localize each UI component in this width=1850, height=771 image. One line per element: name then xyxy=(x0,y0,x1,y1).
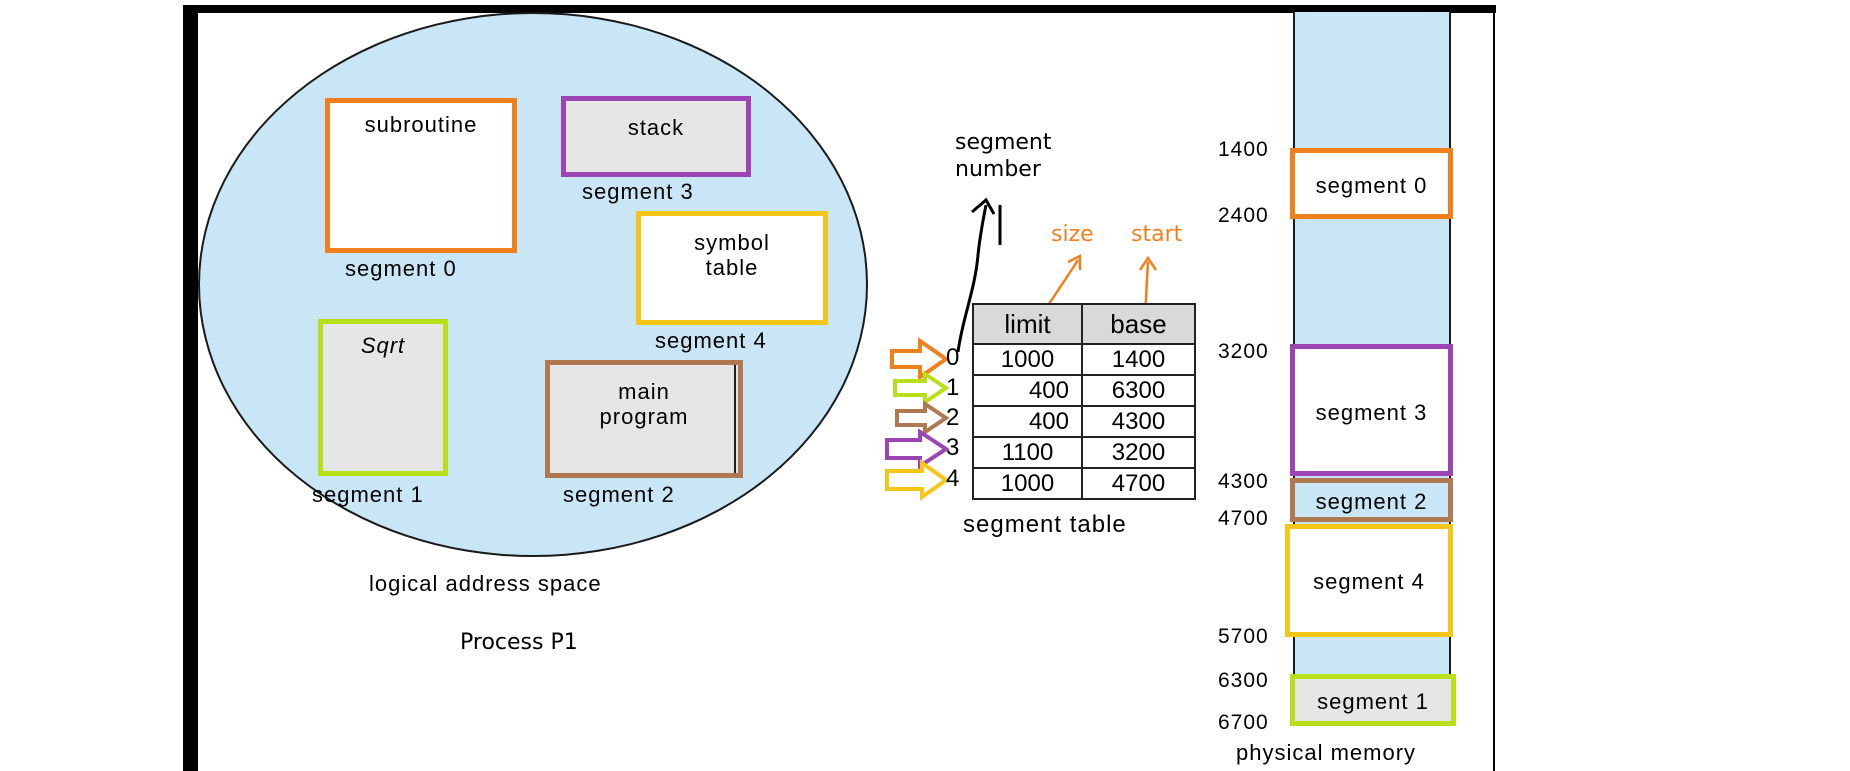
base-cell: 4300 xyxy=(1081,405,1196,438)
limit-cell: 1100 xyxy=(972,436,1083,469)
address-label: 3200 xyxy=(1218,340,1269,363)
segment-number-arrow xyxy=(956,204,988,353)
address-label: 4700 xyxy=(1218,507,1269,530)
start-annotation: start xyxy=(1131,222,1183,247)
limit-cell: 1000 xyxy=(972,343,1083,376)
physical-segment-4: segment 4 xyxy=(1285,524,1453,637)
address-label: 5700 xyxy=(1218,625,1269,648)
row3-arrow-icon xyxy=(885,428,950,470)
base-cell: 3200 xyxy=(1081,436,1196,469)
address-label: 2400 xyxy=(1218,204,1269,227)
frame-left-border xyxy=(183,5,198,771)
row-index-0: 0 xyxy=(946,344,960,371)
address-label: 1400 xyxy=(1218,138,1269,161)
row-index-1: 1 xyxy=(946,374,960,401)
limit-header: limit xyxy=(972,303,1083,345)
physical-segment-2: segment 2 xyxy=(1290,478,1453,522)
table-row: 1000 1400 xyxy=(972,343,1196,376)
physical-segment-1-label: segment 1 xyxy=(1317,689,1429,714)
segment-table-header: limit base xyxy=(972,303,1196,345)
address-label: 6700 xyxy=(1218,711,1269,734)
physical-segment-3: segment 3 xyxy=(1290,344,1453,476)
logical-segment-1-label: segment 1 xyxy=(312,482,424,507)
base-header: base xyxy=(1081,303,1196,345)
row-index-3: 3 xyxy=(946,434,960,461)
row2-arrow-icon xyxy=(895,400,950,436)
limit-cell: 400 xyxy=(972,374,1083,407)
table-row: 400 6300 xyxy=(972,374,1196,407)
main-program-label-line1: main xyxy=(618,379,670,404)
symbol-table-box: symbol table xyxy=(636,211,828,325)
row-index-2: 2 xyxy=(946,404,960,431)
size-arrowhead xyxy=(1067,253,1082,270)
start-arrowhead xyxy=(1138,255,1158,271)
physical-segment-0-label: segment 0 xyxy=(1315,173,1428,198)
physical-memory-caption: physical memory xyxy=(1236,740,1417,765)
physical-segment-2-label: segment 2 xyxy=(1315,489,1428,514)
main-program-label-line2: program xyxy=(599,404,689,429)
segment-table-caption: segment table xyxy=(963,511,1127,538)
logical-segment-2-label: segment 2 xyxy=(563,482,675,507)
row-index-4: 4 xyxy=(946,465,960,492)
main-program-inner-edge xyxy=(734,365,736,473)
segment-number-label-line2: number xyxy=(955,157,1041,182)
base-cell: 6300 xyxy=(1081,374,1196,407)
logical-segment-4-label: segment 4 xyxy=(655,328,767,353)
physical-segment-0: segment 0 xyxy=(1290,148,1453,219)
segment-number-arrowhead xyxy=(971,197,996,215)
stack-box: stack xyxy=(561,96,751,177)
base-cell: 1400 xyxy=(1081,343,1196,376)
sqrt-box: Sqrt xyxy=(318,319,448,476)
main-program-box: main program xyxy=(545,360,743,478)
logical-address-space-caption: logical address space xyxy=(369,571,602,596)
logical-segment-0-label: segment 0 xyxy=(345,256,457,281)
address-label: 6300 xyxy=(1218,669,1269,692)
logical-segment-3-label: segment 3 xyxy=(582,179,694,204)
segment-number-label-line1: segment xyxy=(955,130,1052,155)
subroutine-label: subroutine xyxy=(364,112,478,137)
row4-arrow-icon xyxy=(885,459,950,501)
table-row: 1100 3200 xyxy=(972,436,1196,469)
segment-table: limit base 1000 1400 400 6300 400 4300 1… xyxy=(972,303,1196,500)
physical-segment-3-label: segment 3 xyxy=(1315,400,1428,425)
address-label: 4300 xyxy=(1218,470,1269,493)
limit-cell: 400 xyxy=(972,405,1083,438)
table-row: 400 4300 xyxy=(972,405,1196,438)
frame-top-border xyxy=(183,5,1496,13)
row1-arrow-icon xyxy=(893,370,950,406)
process-label: Process P1 xyxy=(460,630,578,655)
symbol-table-label-line1: symbol xyxy=(694,230,770,255)
subroutine-box: subroutine xyxy=(325,98,517,253)
sqrt-label: Sqrt xyxy=(360,333,406,358)
row0-arrow-icon xyxy=(890,337,950,381)
physical-segment-4-label: segment 4 xyxy=(1313,569,1425,594)
limit-cell: 1000 xyxy=(972,467,1083,500)
symbol-table-label-line2: table xyxy=(705,255,759,280)
size-annotation: size xyxy=(1051,222,1094,247)
frame-right-border xyxy=(1493,5,1495,771)
base-cell: 4700 xyxy=(1081,467,1196,500)
physical-segment-1: segment 1 xyxy=(1290,674,1456,726)
table-row: 1000 4700 xyxy=(972,467,1196,500)
stack-label: stack xyxy=(627,115,685,140)
